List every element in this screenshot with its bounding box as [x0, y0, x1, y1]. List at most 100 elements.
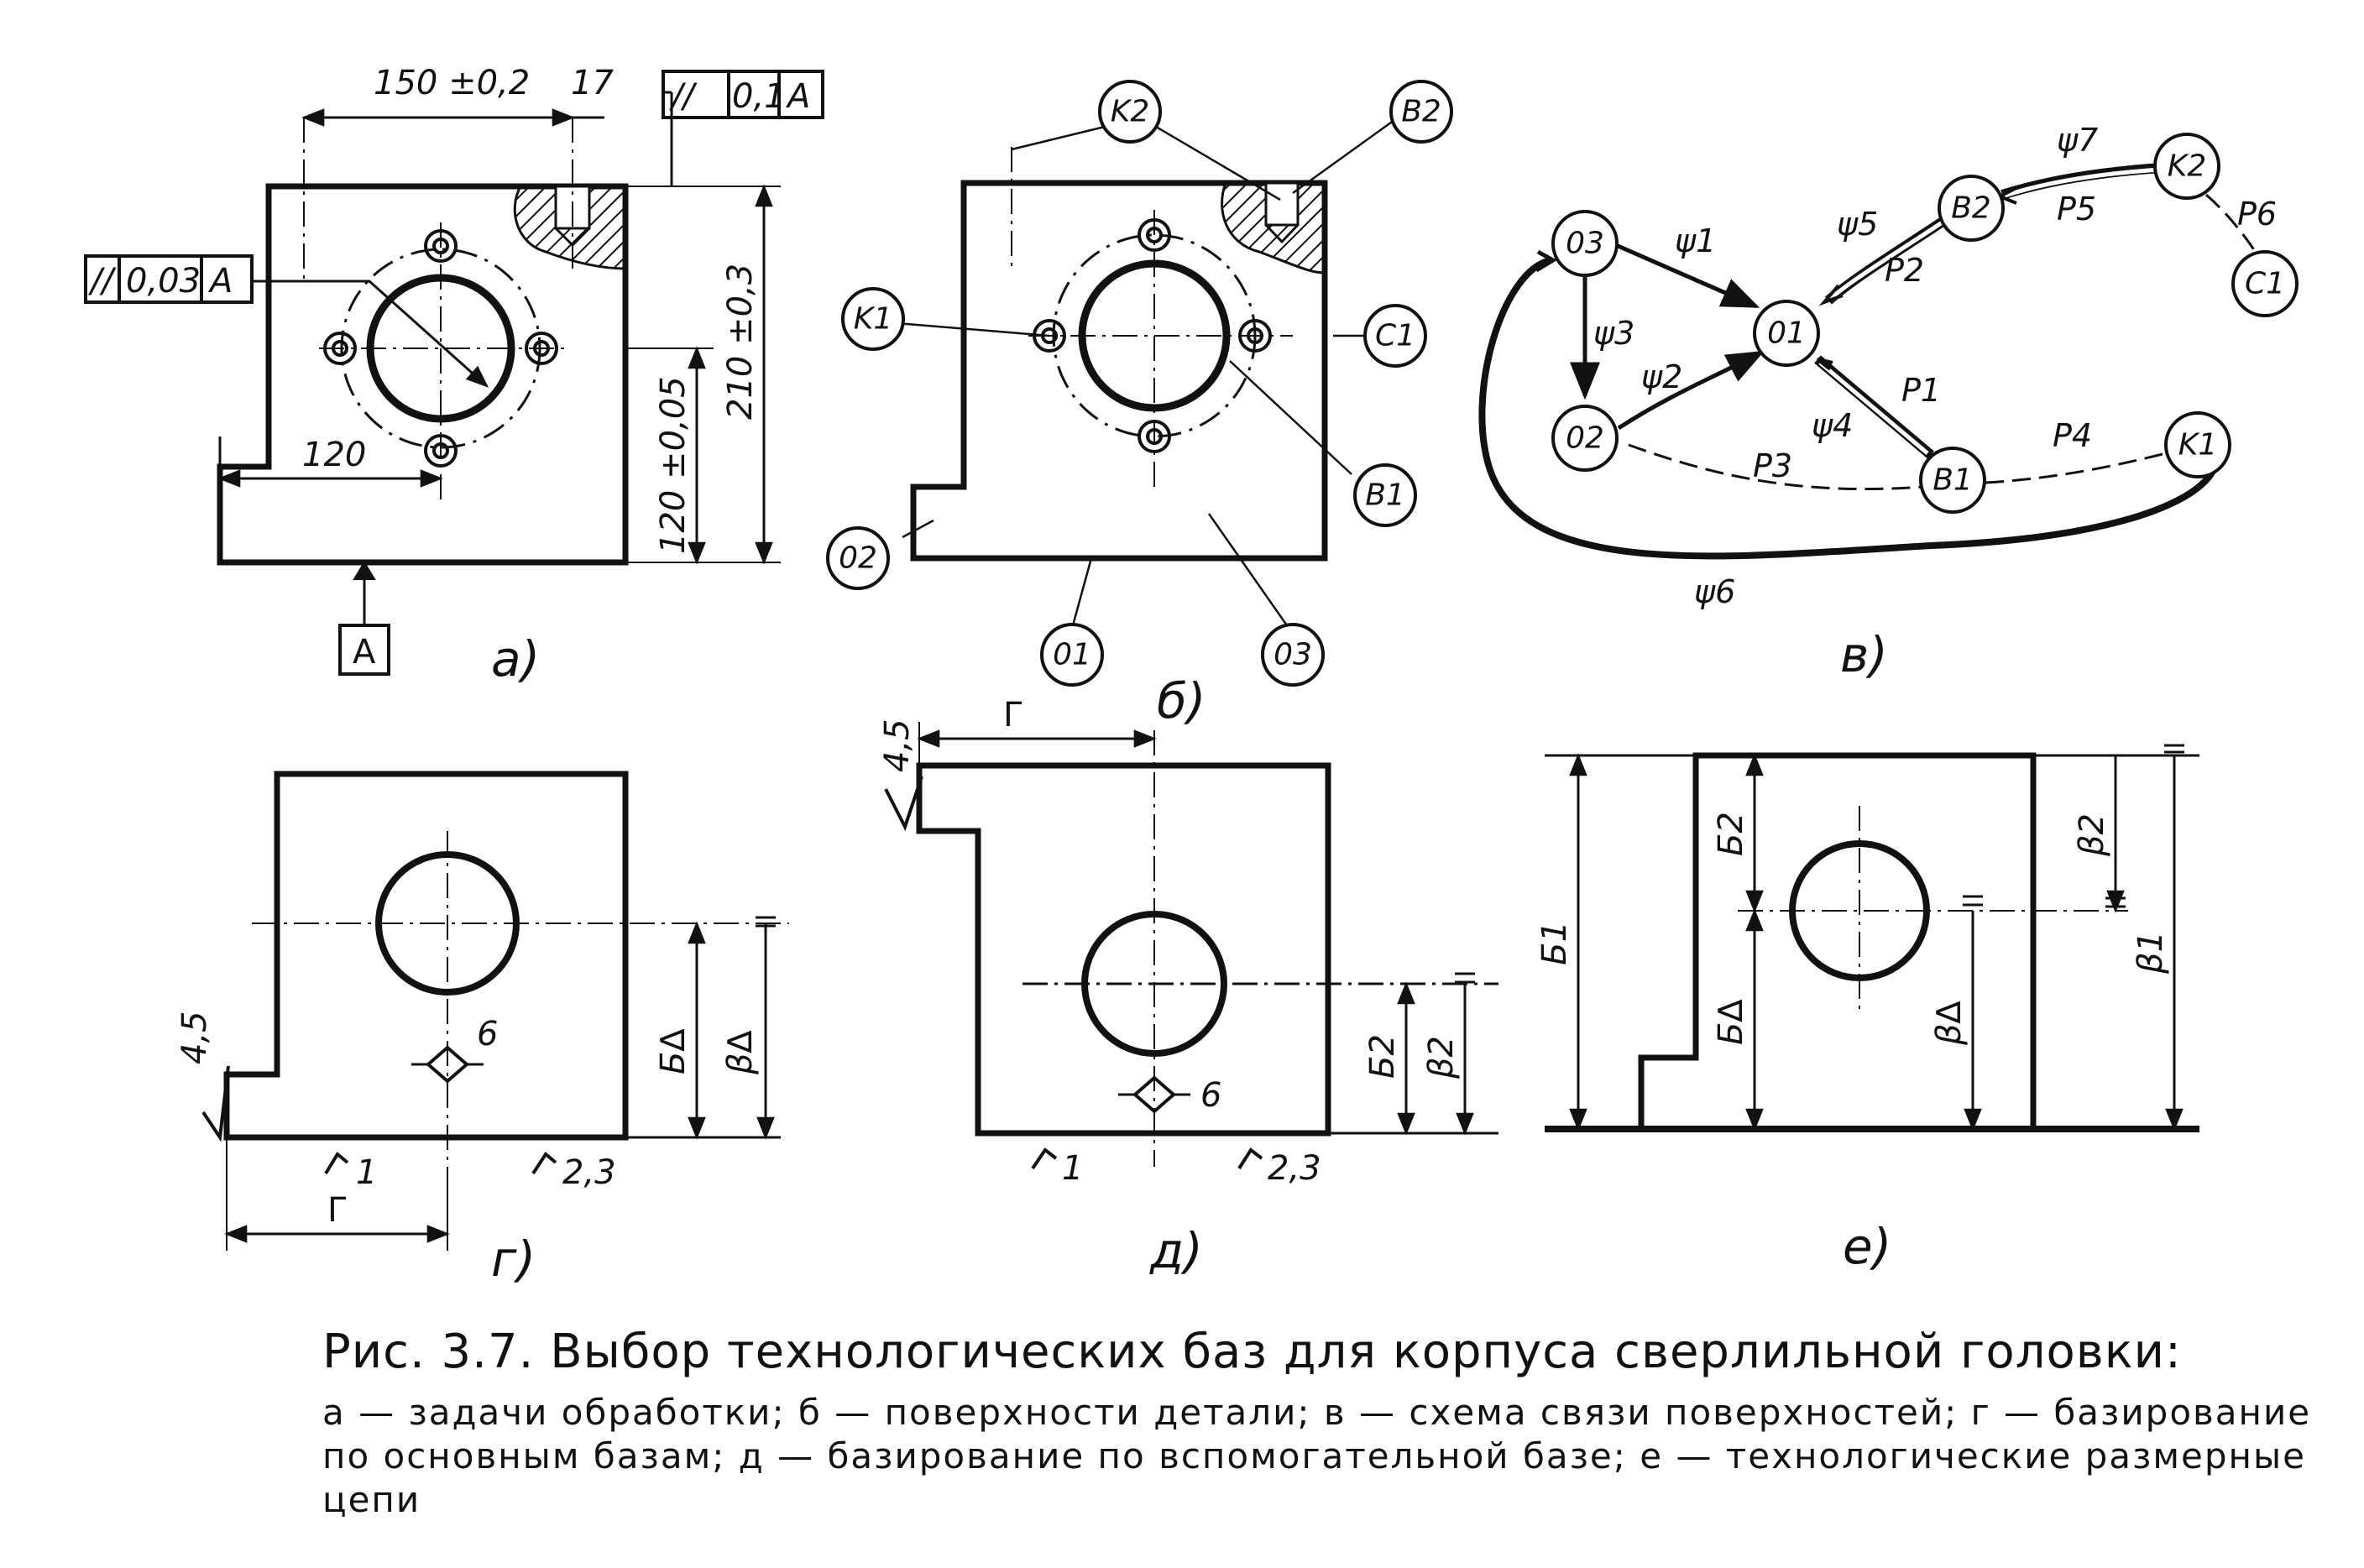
- label-p4: P4: [2053, 417, 2092, 454]
- panel-g-rough-value: 4,5: [175, 1011, 214, 1064]
- panel-v: [1478, 163, 2260, 560]
- caption-body: а — задачи обработки; б — поверхности де…: [322, 1392, 2312, 1520]
- edge-psi7-inner: [2004, 167, 2161, 198]
- svg-text:K1: K1: [2178, 428, 2218, 463]
- svg-text:C1: C1: [1375, 319, 1415, 353]
- label-psi2: ψ2: [1641, 358, 1682, 395]
- panel-g-support-23: [531, 1152, 557, 1175]
- svg-text:K2: K2: [1111, 95, 1150, 129]
- edge-psi2: [1617, 350, 1765, 431]
- panel-b-node-02: 02: [826, 526, 890, 590]
- panel-g-dim-vd: β∆: [721, 1030, 760, 1075]
- panel-e-text: Б1 Б2 Б∆ β∆ β2 β1 е): [1535, 812, 2170, 1275]
- panel-d-dim-v2: β2: [1422, 1036, 1461, 1079]
- graph-node-01: 01: [1753, 300, 1820, 367]
- graph-node-b1: B1: [1919, 447, 1986, 514]
- panel-b-node-01: 01: [1040, 623, 1104, 687]
- panel-a-datum-label: A: [353, 633, 376, 672]
- panel-e-caption-label: е): [1843, 1218, 1891, 1275]
- panel-e-dim-b1: Б1: [1535, 921, 1574, 965]
- panel-a-tol-left-val: 0,03: [126, 262, 201, 301]
- panel-a: [84, 70, 824, 676]
- edge-p3: [1628, 443, 1923, 491]
- panel-a-tol-top-datum: A: [785, 77, 810, 116]
- graph-node-b2: B2: [1938, 175, 2005, 242]
- panel-a-tol-top-val: 0,1: [732, 77, 786, 116]
- svg-text:01: 01: [1767, 316, 1806, 351]
- graph-node-02: 02: [1551, 405, 1619, 472]
- svg-text:B1: B1: [1933, 463, 1973, 498]
- edge-p6: [2205, 193, 2260, 257]
- panel-g-rough: [201, 1065, 230, 1142]
- panel-g-outline: [223, 771, 629, 1141]
- panel-a-dim-17: 17: [571, 64, 614, 102]
- panel-d: [884, 722, 1498, 1170]
- panel-e-outline: [1638, 752, 2037, 1132]
- label-p3: P3: [1753, 447, 1792, 484]
- panel-g-support-6: [425, 1045, 470, 1084]
- panel-d-support-23-label: 2,3: [1268, 1149, 1321, 1188]
- panel-g: [201, 771, 789, 1251]
- panel-a-dim-150: 150 ±0,2: [374, 64, 530, 102]
- panel-e: [1545, 744, 2199, 1132]
- panel-b-nodes: K2 B2 K1 C1 B1 02 01 03 б): [826, 80, 1453, 729]
- panel-e-dim-b2: Б2: [1712, 812, 1750, 856]
- graph-node-c1: C1: [2231, 250, 2299, 317]
- edge-psi5-inner: [1828, 217, 1948, 301]
- panel-a-dim-210: 210 ±0,3: [721, 264, 760, 420]
- label-p2: P2: [1885, 252, 1924, 289]
- panel-d-rough: [884, 776, 923, 832]
- label-psi4: ψ4: [1812, 407, 1853, 444]
- panel-b-caption-label: б): [1157, 672, 1206, 729]
- panel-d-support-23: [1237, 1147, 1263, 1170]
- caption-title: Рис. 3.7. Выбор технологических баз для …: [322, 1325, 2182, 1379]
- panel-e-dim-vd: β∆: [1930, 1001, 1969, 1046]
- panel-e-dim-bd: Б∆: [1712, 1000, 1750, 1045]
- svg-text:01: 01: [1053, 638, 1091, 672]
- label-psi7: ψ7: [2057, 122, 2098, 159]
- panel-a-tol-left-sym: //: [88, 262, 117, 301]
- label-psi3: ψ3: [1593, 315, 1634, 352]
- panel-g-support-6-label: 6: [477, 1015, 498, 1053]
- panel-a-dim-120v: 120 ±0,05: [654, 376, 693, 554]
- svg-text:B2: B2: [1401, 95, 1441, 129]
- label-psi6: ψ6: [1694, 573, 1735, 610]
- panel-d-support-1-label: 1: [1062, 1149, 1083, 1188]
- graph-node-k2: K2: [2153, 133, 2220, 200]
- panel-e-dim-v2: β2: [2073, 813, 2111, 857]
- panel-b-node-b1: B1: [1353, 463, 1417, 527]
- panel-g-dim-g: Г: [327, 1191, 348, 1230]
- panel-d-support-6-label: 6: [1200, 1076, 1221, 1115]
- figure-caption: Рис. 3.7. Выбор технологических баз для …: [322, 1325, 2337, 1522]
- svg-text:B1: B1: [1365, 478, 1405, 513]
- panel-d-outline: [916, 762, 1331, 1137]
- graph-node-03: 03: [1551, 210, 1619, 277]
- panel-d-caption-label: д): [1149, 1222, 1203, 1279]
- panel-b-node-k2: K2: [1098, 80, 1162, 144]
- panel-d-rough-value: 4,5: [878, 719, 917, 772]
- panel-d-support-6: [1132, 1075, 1177, 1114]
- figure-drawing: 150 ±0,2 17 // 0,1 A // 0,03 A 210 ±0,3 …: [84, 64, 2299, 1288]
- panel-g-support-23-label: 2,3: [562, 1153, 616, 1192]
- svg-text:03: 03: [1566, 227, 1604, 261]
- panel-d-text: 4,5 Г 6 1 2,3 Б2 β2 д): [878, 696, 1461, 1279]
- graph-node-k1: K1: [2164, 411, 2231, 478]
- label-p5: P5: [2057, 191, 2096, 227]
- edge-psi6: [1478, 257, 2220, 560]
- label-p1: P1: [1901, 372, 1941, 409]
- svg-text:C1: C1: [2245, 267, 2285, 301]
- svg-text:03: 03: [1274, 638, 1312, 672]
- label-psi1: ψ1: [1675, 222, 1716, 259]
- edge-psi1: [1614, 243, 1760, 309]
- panel-g-dim-bd: Б∆: [654, 1029, 693, 1074]
- panel-b-node-c1: C1: [1363, 304, 1427, 368]
- panel-e-dim-v1: β1: [2131, 931, 2170, 975]
- panel-v-nodes: 03 01 02 B2 K2 C1 B1 K1 ψ1 ψ2 ψ3 ψ4 ψ5 ψ…: [1551, 122, 2299, 683]
- label-p6: P6: [2237, 196, 2277, 233]
- svg-text:02: 02: [839, 541, 877, 576]
- panel-a-tol-left-datum: A: [207, 262, 233, 301]
- panel-b-node-03: 03: [1261, 623, 1325, 687]
- panel-g-support-1-label: 1: [356, 1153, 377, 1192]
- panel-a-tol-top-sym: //: [669, 77, 698, 116]
- panel-a-text: 150 ±0,2 17 // 0,1 A // 0,03 A 210 ±0,3 …: [88, 64, 810, 687]
